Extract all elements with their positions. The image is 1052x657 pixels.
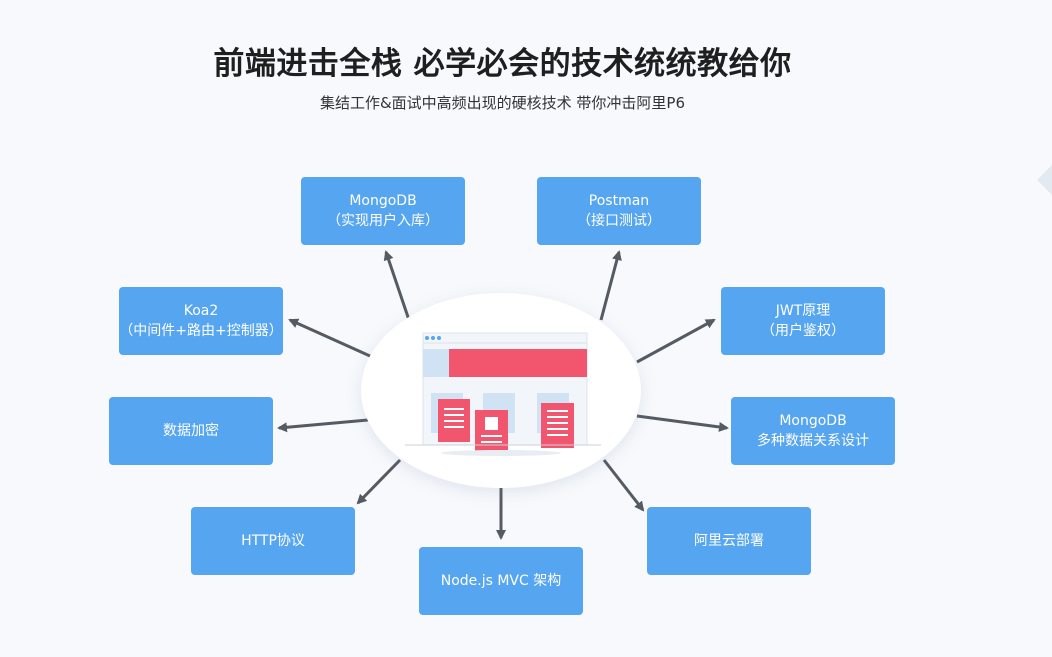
node-encrypt-title: 数据加密 [163,423,219,439]
node-koa2-desc: （中间件+路由+控制器） [119,323,283,339]
arrow-to-koa2 [288,318,371,358]
node-jwt-title: JWT原理 [775,303,831,319]
web-page-illustration [405,332,601,456]
node-http-title: HTTP协议 [241,533,305,549]
node-jwt: JWT原理 （用户鉴权） [721,287,885,355]
node-mongodb-desc: （实现用户入库） [327,213,439,229]
node-jwt-desc: （用户鉴权） [761,323,845,339]
node-aliyun: 阿里云部署 [647,507,811,575]
node-mongodb-design: MongoDB 多种数据关系设计 [731,397,895,465]
center-hub [361,293,641,488]
node-mvc: Node.js MVC 架构 [419,547,583,615]
arrow-to-http [356,458,402,505]
arrow-to-postman [599,250,622,321]
node-encrypt: 数据加密 [109,397,273,465]
arrow-to-encrypt [277,418,369,433]
node-koa2-title: Koa2 [183,303,219,319]
node-aliyun-title: 阿里云部署 [694,533,764,549]
node-koa2: Koa2 （中间件+路由+控制器） [119,287,283,355]
arrow-to-mongodb-design [636,414,729,432]
node-http: HTTP协议 [191,507,355,575]
page-subtitle: 集结工作&面试中高频出现的硬核技术 带你冲击阿里P6 [319,94,686,112]
node-postman-title: Postman [588,193,650,209]
arrow-to-aliyun [602,459,645,512]
node-mongodb-design-title: MongoDB [779,413,847,429]
arrow-to-mongodb [383,250,411,321]
node-mvc-title: Node.js MVC 架构 [440,573,562,589]
arrow-to-jwt [636,318,716,364]
node-mongodb: MongoDB （实现用户入库） [301,177,465,245]
node-mongodb-title: MongoDB [349,193,417,209]
node-mongodb-design-desc: 多种数据关系设计 [757,433,869,449]
node-postman: Postman （接口测试） [537,177,701,245]
page-title: 前端进击全栈 必学必会的技术统统教给你 [213,46,792,82]
node-postman-desc: （接口测试） [577,213,661,229]
